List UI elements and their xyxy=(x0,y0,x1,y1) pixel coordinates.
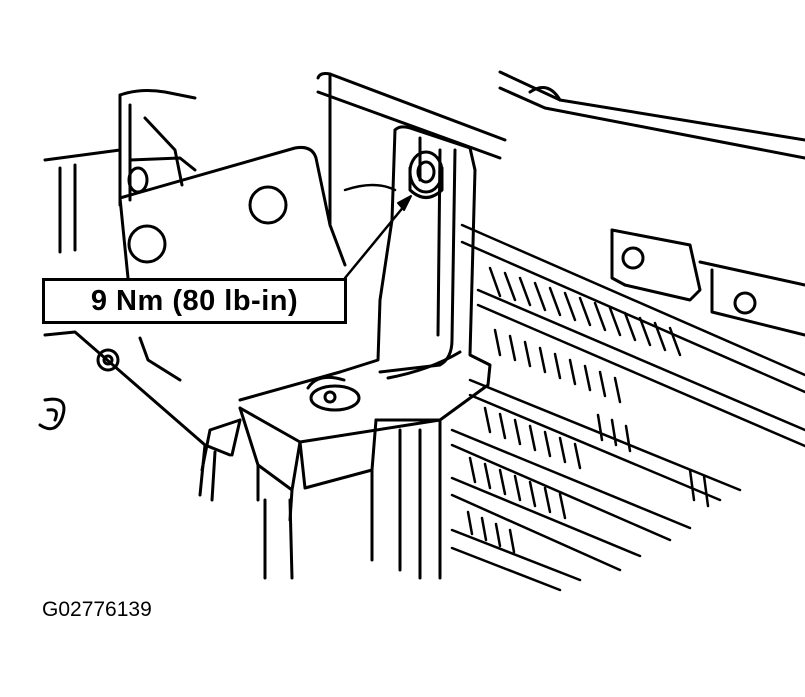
mounting-plate xyxy=(118,146,347,280)
bolt xyxy=(408,150,444,199)
background-frame xyxy=(316,70,805,227)
lower-left-frame xyxy=(38,330,242,502)
lower-pillars xyxy=(263,418,442,580)
torque-callout-label: 9 Nm (80 lb-in) xyxy=(42,278,347,324)
lower-bolt-hole xyxy=(306,375,361,412)
radiator-core xyxy=(450,223,805,592)
callout-leader xyxy=(343,183,412,280)
figure-code: G02776139 xyxy=(42,598,152,621)
left-upper-bracket xyxy=(43,89,197,254)
right-side-tab xyxy=(610,228,805,337)
